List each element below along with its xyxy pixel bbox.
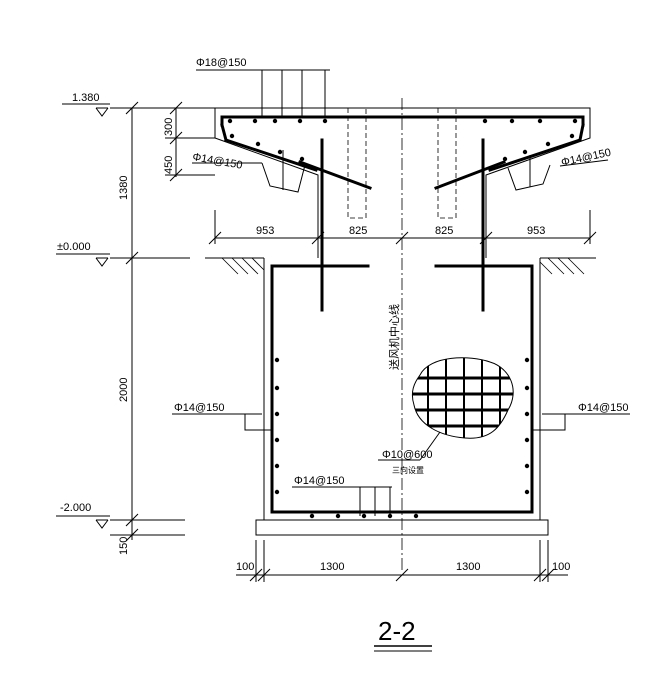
label-bottom-slab-rebar: Φ14@150 bbox=[294, 475, 345, 487]
mesh-detail-cloud bbox=[411, 357, 514, 439]
dim-base-thickness: 150 bbox=[118, 537, 130, 555]
label-right-wall-rebar: Φ14@150 bbox=[578, 402, 629, 414]
centerline-label: 送风机中心线 bbox=[387, 304, 401, 370]
rebar-dots bbox=[227, 118, 578, 519]
dim-slab-450: 450 bbox=[163, 156, 175, 174]
dim-upper-height: 1380 bbox=[118, 176, 130, 200]
dim-lower-height: 2000 bbox=[118, 378, 130, 402]
ground-hatch-right bbox=[539, 257, 596, 275]
dim-base-right-edge: 100 bbox=[552, 561, 570, 573]
label-left-haunch-rebar: Φ14@150 bbox=[191, 151, 243, 172]
dim-base-right: 1300 bbox=[456, 561, 480, 573]
level-mark-top: 1.380 bbox=[62, 92, 110, 117]
leader-right-wall bbox=[532, 413, 630, 431]
rebar-lower-box bbox=[270, 264, 534, 514]
leader-right-haunch bbox=[507, 155, 609, 191]
dim-left-inner: 825 bbox=[349, 225, 367, 237]
label-right-haunch-rebar: Φ14@150 bbox=[560, 147, 612, 169]
slab-thickness-dims bbox=[165, 101, 215, 182]
ground-hatch-left bbox=[205, 257, 265, 275]
rebar-top-slab bbox=[220, 115, 585, 172]
dim-right-inner: 825 bbox=[435, 225, 453, 237]
dim-base-left-edge: 100 bbox=[236, 561, 254, 573]
leader-tie bbox=[378, 431, 441, 461]
vertical-dimension-chain bbox=[110, 101, 225, 542]
dim-right-outer: 953 bbox=[527, 225, 545, 237]
horizontal-dimension-bottom bbox=[236, 540, 568, 582]
label-tie-rebar: Φ10@600 bbox=[382, 449, 433, 461]
horizontal-dimension-top bbox=[208, 210, 597, 245]
label-top-slab-rebar: Φ18@150 bbox=[196, 57, 247, 69]
dim-left-outer: 953 bbox=[256, 225, 274, 237]
dim-slab-300: 300 bbox=[163, 118, 175, 136]
level-bottom-label: -2.000 bbox=[60, 502, 91, 514]
label-tie-note: 三向设置 bbox=[392, 465, 424, 475]
level-ground-label: ±0.000 bbox=[57, 241, 91, 253]
section-title: 2-2 bbox=[378, 616, 416, 646]
rebar-diagonals bbox=[298, 138, 506, 312]
level-mark-bottom: -2.000 bbox=[56, 502, 110, 529]
leader-top-slab bbox=[196, 69, 330, 118]
level-top-label: 1.380 bbox=[72, 92, 100, 104]
dim-base-left: 1300 bbox=[320, 561, 344, 573]
level-mark-ground: ±0.000 bbox=[56, 241, 110, 267]
leader-bottom-slab bbox=[292, 486, 392, 516]
label-left-wall-rebar: Φ14@150 bbox=[174, 402, 225, 414]
leader-left-wall bbox=[172, 413, 272, 431]
leader-left-haunch bbox=[192, 150, 306, 193]
